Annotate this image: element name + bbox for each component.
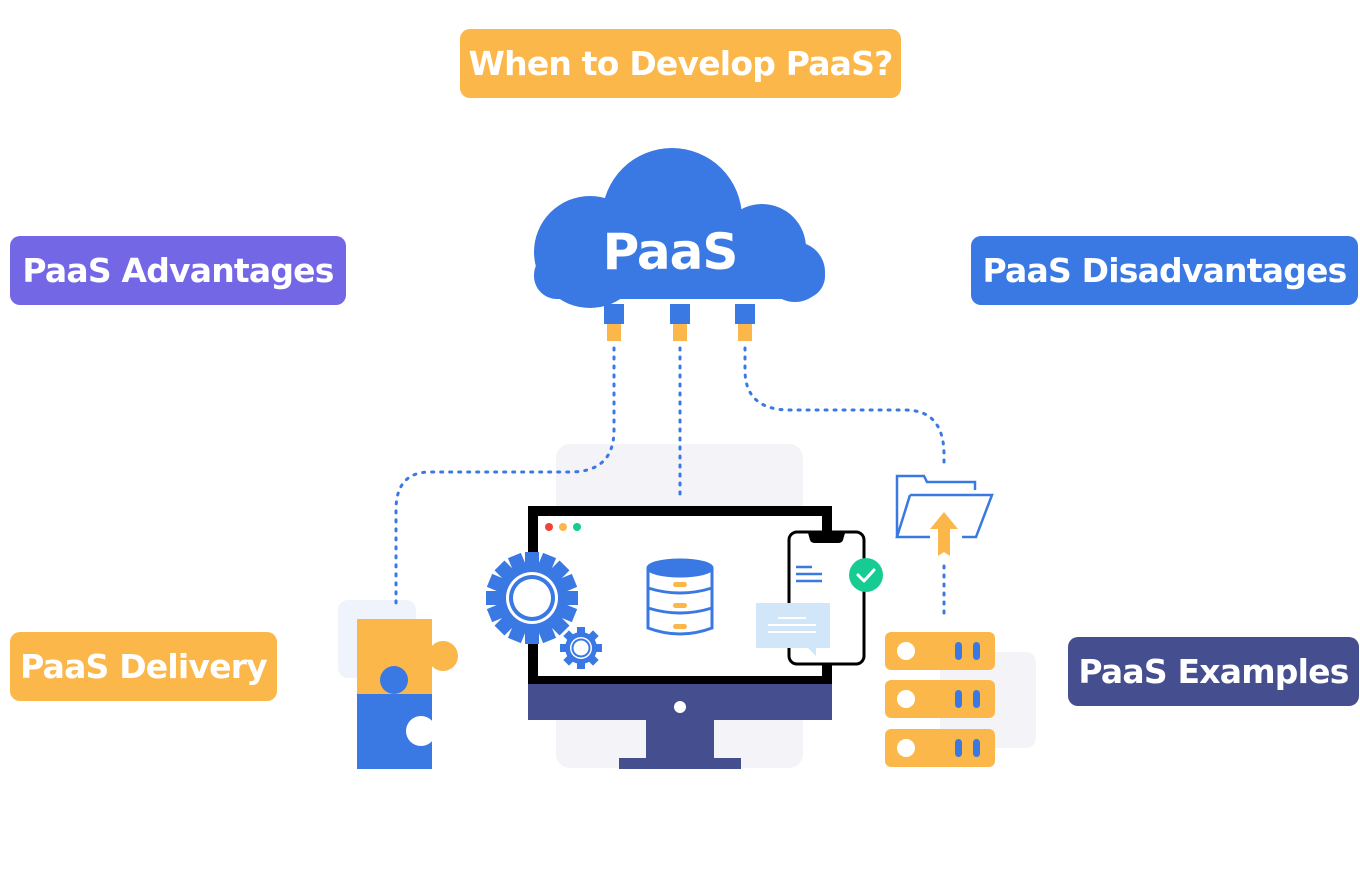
label-when-to-develop[interactable]: When to Develop PaaS? [460,29,901,98]
window-dot-green [573,523,581,531]
cloud-label: PaaS [602,223,739,281]
cloud-icon [534,148,825,308]
connector-lines [394,346,946,620]
window-dot-red [545,523,553,531]
checkmark-icon [849,558,883,592]
label-delivery[interactable]: PaaS Delivery [10,632,277,701]
window-dot-yellow [559,523,567,531]
cloud-plugs [604,304,755,341]
puzzle-icon [357,619,458,769]
connector-left [394,346,616,608]
desktop-monitor-icon [528,506,832,769]
database-icon [646,558,714,636]
folder-upload-icon [895,474,994,556]
label-advantages[interactable]: PaaS Advantages [10,236,346,305]
server-rack-icon [885,632,995,767]
chat-bubble-icon [756,603,830,656]
connector-right [743,346,946,468]
label-examples[interactable]: PaaS Examples [1068,637,1359,706]
label-disadvantages[interactable]: PaaS Disadvantages [971,236,1358,305]
